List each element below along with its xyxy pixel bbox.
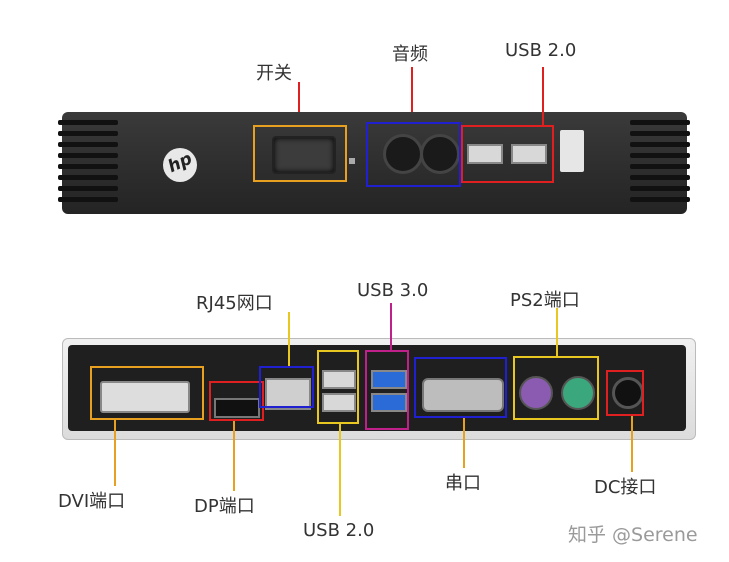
power-indicator: [349, 158, 355, 164]
rj45-label: RJ45网口: [196, 293, 273, 314]
ps2-label: PS2端口: [510, 290, 580, 311]
dvi-label: DVI端口: [58, 491, 126, 512]
dp-leader-line: [233, 421, 235, 491]
hp-logo-text: hp: [164, 148, 196, 178]
dc-highlight: [606, 370, 644, 416]
switch-highlight: [253, 125, 347, 182]
ps2-mouse-port[interactable]: [519, 376, 553, 410]
audio-highlight: [366, 122, 461, 187]
usb20-bottom-leader-line: [339, 424, 341, 516]
front-usb-highlight: [461, 125, 554, 183]
serial-port[interactable]: [422, 378, 504, 412]
dvi-leader-line: [114, 420, 116, 486]
audio-leader-line: [411, 67, 413, 112]
dvi-highlight: [90, 366, 204, 420]
rj45-port[interactable]: [265, 378, 311, 410]
usb30-label: USB 3.0: [357, 280, 429, 301]
power-switch[interactable]: [272, 136, 336, 174]
audio-jack-mic[interactable]: [420, 134, 460, 174]
dc-label: DC接口: [594, 477, 657, 498]
ps2-leader-line: [556, 308, 558, 356]
rear-usb20-port-2[interactable]: [322, 393, 356, 412]
front-usb-port-1[interactable]: [467, 144, 503, 164]
usb30-port-1[interactable]: [371, 370, 407, 389]
dp-label: DP端口: [194, 496, 255, 517]
usb20-top-leader-line: [542, 67, 544, 125]
rj45-highlight: [259, 366, 314, 408]
usb20-bottom-label: USB 2.0: [303, 520, 375, 541]
ps2-highlight: [513, 356, 599, 420]
usb30-port-2[interactable]: [371, 393, 407, 412]
usb20-top-label: USB 2.0: [505, 40, 577, 61]
rj45-leader-line: [288, 312, 290, 366]
serial-highlight: [414, 357, 507, 418]
serial-label: 串口: [445, 473, 481, 494]
rear-usb20-port-1[interactable]: [322, 370, 356, 389]
usb30-leader-line: [390, 303, 392, 350]
watermark: 知乎 @Serene: [568, 524, 698, 546]
audio-label: 音频: [392, 44, 428, 65]
hp-logo: hp: [163, 148, 197, 182]
dc-leader-line: [631, 416, 633, 472]
serial-leader-line: [463, 418, 465, 468]
front-usb-port-2[interactable]: [511, 144, 547, 164]
energy-star-logo: [560, 130, 584, 172]
switch-leader-line: [298, 82, 300, 112]
dp-port[interactable]: [214, 398, 260, 418]
dp-highlight: [209, 381, 264, 421]
ps2-keyboard-port[interactable]: [561, 376, 595, 410]
usb30-highlight: [365, 350, 409, 430]
dvi-port[interactable]: [100, 381, 190, 413]
rear-usb20-highlight: [317, 350, 359, 424]
switch-label: 开关: [256, 63, 292, 84]
